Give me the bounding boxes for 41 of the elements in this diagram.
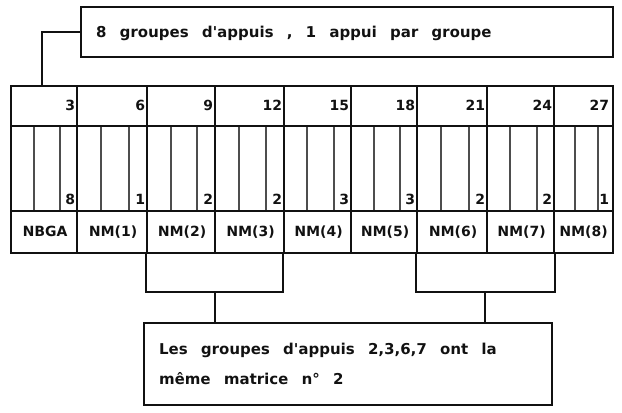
field-name: NM(2) [148,210,216,252]
table-column [486,85,555,254]
table-column [283,85,352,254]
table-column [10,85,78,254]
field-value: 1 [135,192,145,208]
field-name: NM(5) [352,210,418,252]
position-number: 27 [555,87,612,127]
leader-line [214,254,284,322]
field-value: 1 [599,192,609,208]
position-number: 6 [78,87,148,127]
table-column [553,85,614,254]
table-column [416,85,488,254]
field-value: 2 [203,192,213,208]
position-number: 9 [148,87,216,127]
field-name: NM(3) [216,210,285,252]
field-name: NM(8) [555,210,612,252]
field-value: 2 [272,192,282,208]
field-name: NM(1) [78,210,148,252]
field-name: NBGA [12,210,78,252]
position-number: 12 [216,87,285,127]
note-box: 8 groupes d'appuis , 1 appui par groupe [80,6,614,58]
table-column [214,85,285,254]
field-value: 2 [475,192,485,208]
position-number: 21 [418,87,488,127]
position-number: 3 [12,87,78,127]
position-number: 18 [352,87,418,127]
table-column [146,85,216,254]
field-name: NM(4) [285,210,352,252]
field-value: 2 [542,192,552,208]
position-number: 24 [488,87,555,127]
leader-line [41,31,80,85]
field-name: NM(7) [488,210,555,252]
note-box: Les groupes d'appuis 2,3,6,7 ont la même matrice n° 2 [143,322,553,406]
position-number: 15 [285,87,352,127]
field-value: 8 [65,192,75,208]
field-name: NM(6) [418,210,488,252]
table-column [350,85,418,254]
field-value: 3 [339,192,349,208]
leader-line [484,254,556,322]
table-column [76,85,148,254]
field-value: 3 [405,192,415,208]
